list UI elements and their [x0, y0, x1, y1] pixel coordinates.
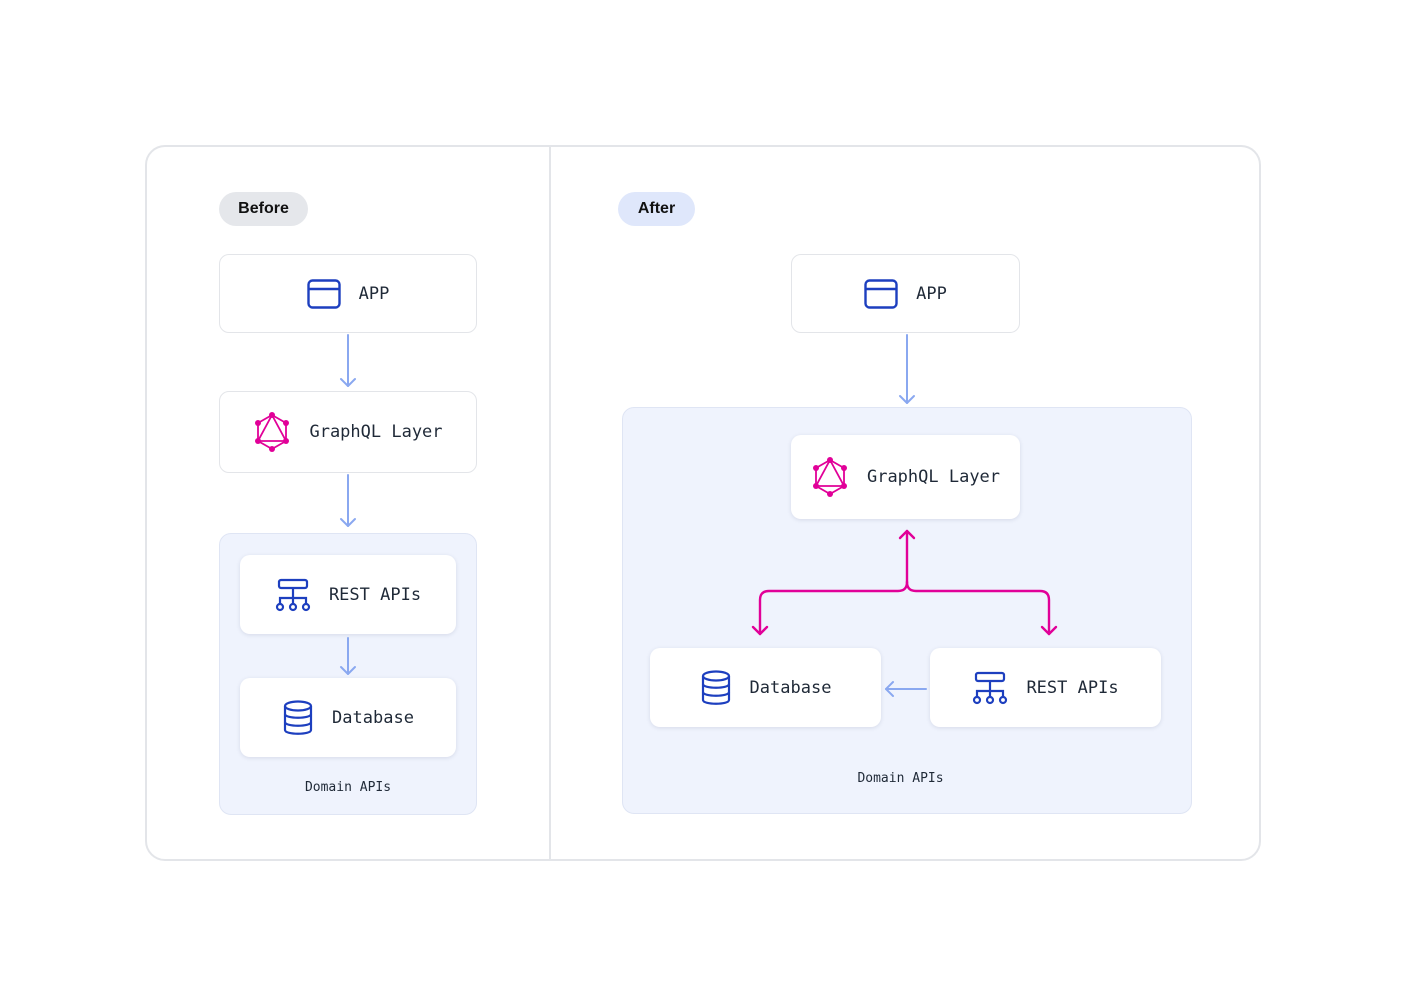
before-app-node: APP	[219, 254, 477, 333]
after-app-label: APP	[916, 283, 947, 304]
after-badge: After	[618, 192, 695, 226]
before-rest-node: REST APIs	[240, 555, 456, 634]
window-icon	[864, 278, 898, 309]
before-database-label: Database	[332, 707, 414, 728]
after-rest-node: REST APIs	[930, 648, 1161, 727]
after-rest-label: REST APIs	[1026, 677, 1119, 698]
after-graphql-label: GraphQL Layer	[866, 467, 1001, 487]
network-tree-icon	[972, 671, 1008, 705]
window-icon	[306, 278, 341, 309]
graphql-icon	[253, 412, 291, 452]
panel-divider	[549, 146, 551, 860]
after-group-label: Domain APIs	[857, 771, 944, 786]
after-graphql-node: GraphQL Layer	[791, 435, 1020, 519]
database-icon	[700, 669, 732, 706]
before-rest-label: REST APIs	[328, 584, 422, 605]
before-graphql-label: GraphQL Layer	[309, 422, 443, 442]
after-app-node: APP	[791, 254, 1020, 333]
after-database-label: Database	[749, 677, 832, 698]
before-graphql-node: GraphQL Layer	[219, 391, 477, 473]
graphql-icon	[811, 457, 849, 497]
before-database-node: Database	[240, 678, 456, 757]
before-badge: Before	[219, 192, 308, 226]
after-database-node: Database	[650, 648, 881, 727]
network-tree-icon	[275, 578, 311, 612]
before-app-label: APP	[358, 283, 390, 304]
before-group-label: Domain APIs	[304, 780, 392, 795]
database-icon	[282, 699, 314, 736]
